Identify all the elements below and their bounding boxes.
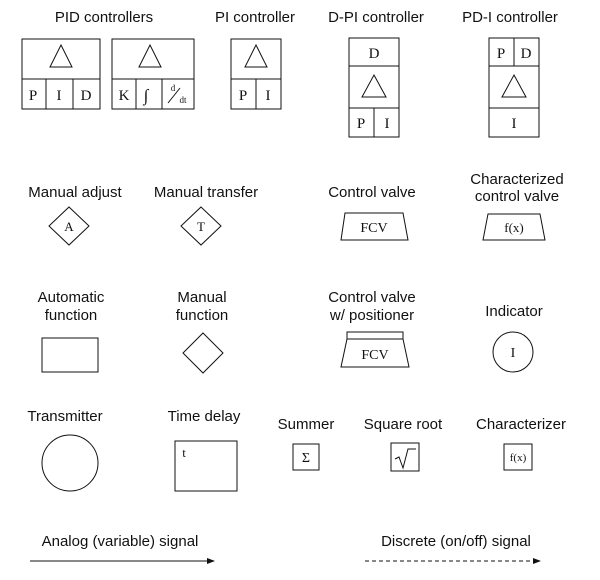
pi-controller-symbol: P I	[230, 38, 282, 110]
label-automatic-function-1: Automatic	[37, 289, 105, 306]
characterizer-fx-text: f(x)	[510, 452, 527, 464]
pdi-controller-symbol: P D I	[488, 37, 540, 138]
characterized-valve-symbol: f(x)	[482, 213, 546, 241]
label-pi-controller: PI controller	[214, 9, 296, 26]
label-pdi-controller: PD-I controller	[462, 9, 558, 26]
label-manual-function-1: Manual	[177, 289, 227, 306]
label-summer: Summer	[277, 416, 335, 433]
manual-adjust-a-text: A	[64, 219, 74, 234]
label-valve-positioner-2: w/ positioner	[329, 307, 415, 324]
pid-k-text: K	[119, 88, 130, 104]
manual-transfer-symbol: T	[180, 206, 222, 246]
label-pid-controllers: PID controllers	[54, 9, 154, 26]
control-valve-fcv-text: FCV	[360, 221, 387, 236]
sigma-icon: Σ	[302, 451, 310, 466]
label-characterized-valve-1: Characterized	[470, 171, 564, 188]
label-manual-transfer: Manual transfer	[153, 184, 259, 201]
pi-i-text: I	[266, 88, 271, 104]
pid-k-controller-symbol: K ∫ d dt	[111, 38, 195, 110]
label-time-delay: Time delay	[167, 408, 241, 425]
pid-p-text: P	[29, 88, 37, 104]
label-analog-signal: Analog (variable) signal	[41, 533, 199, 550]
valve-positioner-fcv-text: FCV	[361, 348, 388, 363]
indicator-i-text: I	[511, 346, 516, 361]
dpi-d-text: D	[369, 46, 380, 62]
triangle-icon	[49, 43, 73, 68]
label-automatic-function-2: function	[44, 307, 98, 324]
transmitter-symbol	[41, 434, 99, 492]
manual-adjust-symbol: A	[48, 206, 90, 246]
pdi-i-text: I	[512, 116, 517, 132]
pid-controller-symbol: P I D	[21, 38, 101, 110]
manual-transfer-t-text: T	[197, 219, 205, 234]
manual-function-symbol	[182, 332, 224, 374]
time-delay-t-text: t	[182, 445, 186, 460]
summer-symbol: Σ	[292, 443, 320, 471]
label-valve-positioner-1: Control valve	[328, 289, 416, 306]
triangle-icon	[361, 73, 387, 98]
pid-i-text: I	[57, 88, 62, 104]
triangle-icon	[501, 73, 527, 98]
integral-text: ∫	[143, 86, 150, 106]
triangle-icon	[138, 43, 162, 68]
label-manual-adjust: Manual adjust	[28, 184, 122, 201]
label-manual-function-2: function	[175, 307, 229, 324]
label-control-valve: Control valve	[328, 184, 416, 201]
dpi-i-text: I	[385, 116, 390, 132]
label-transmitter: Transmitter	[27, 408, 103, 425]
label-discrete-signal: Discrete (on/off) signal	[381, 533, 531, 550]
control-valve-symbol: FCV	[340, 212, 409, 241]
deriv-num-text: d	[171, 83, 176, 93]
label-dpi-controller: D-PI controller	[328, 9, 424, 26]
pi-p-text: P	[239, 88, 247, 104]
dpi-p-text: P	[357, 116, 365, 132]
label-square-root: Square root	[363, 416, 443, 433]
deriv-den-text: dt	[179, 95, 187, 105]
indicator-symbol: I	[492, 331, 534, 373]
characterizer-symbol: f(x)	[503, 443, 533, 471]
valve-positioner-symbol: FCV	[340, 331, 410, 368]
triangle-icon	[244, 43, 268, 68]
dpi-controller-symbol: D P I	[348, 37, 400, 138]
automatic-function-symbol	[41, 337, 99, 373]
label-characterized-valve-2: control valve	[474, 188, 560, 205]
label-characterizer: Characterizer	[475, 416, 567, 433]
characterized-valve-fx-text: f(x)	[504, 220, 524, 235]
pdi-p-text: P	[497, 46, 505, 62]
pdi-d-text: D	[521, 46, 532, 62]
square-root-symbol	[390, 442, 420, 472]
time-delay-symbol: t	[174, 440, 238, 492]
label-indicator: Indicator	[485, 303, 543, 320]
pid-d-text: D	[81, 88, 92, 104]
